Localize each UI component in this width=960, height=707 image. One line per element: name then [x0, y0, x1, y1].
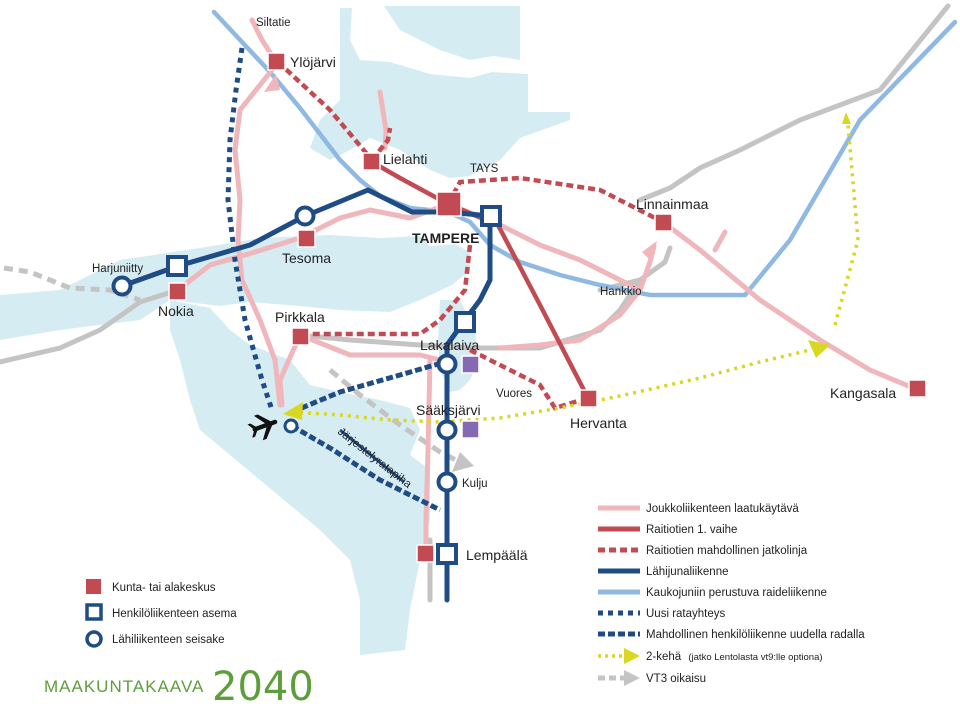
ring-road-2 — [291, 124, 860, 424]
passenger-stations — [166, 205, 502, 565]
new-rail-link — [225, 47, 275, 411]
local-stops — [111, 205, 458, 493]
stop-airport — [283, 418, 299, 434]
label-hankkio: Hankkio — [600, 286, 642, 298]
centre-tampere — [436, 191, 462, 217]
stop-lakalaiva — [436, 353, 458, 375]
legend-symbol-kunta — [86, 579, 101, 594]
arrow-ring-road-north — [842, 112, 851, 124]
label-lempaala: Lempäälä — [466, 547, 528, 563]
label-hervanta: Hervanta — [570, 415, 627, 431]
brand-year: 2040 — [212, 664, 314, 707]
brand-text: MAAKUNTAKAAVA — [44, 677, 204, 696]
label-lielahti: Lielahti — [383, 151, 427, 167]
label-kulju: Kulju — [462, 478, 488, 490]
label-kangasala: Kangasala — [830, 385, 896, 401]
legend-right-label-1: Raitiotien 1. vaihe — [646, 524, 737, 536]
station-tampere — [480, 205, 502, 227]
legend-right-label-7: 2-kehä (jatko Lentolasta vt9:lle optiona… — [646, 651, 823, 663]
arrow-ring-road-airport — [283, 402, 303, 420]
tram-possible-extension — [276, 60, 665, 411]
label-siltatie: Siltatie — [256, 17, 291, 29]
legend-left: Kunta- tai alakeskus Henkilöliikenteen a… — [85, 579, 237, 648]
station-lakalaiva — [454, 311, 476, 333]
municipal-centres — [168, 52, 927, 563]
centre-kangasala — [908, 379, 927, 398]
legend-right-label-8: VT3 oikaisu — [646, 673, 706, 685]
label-vuores: Vuores — [496, 388, 532, 400]
legend-ring-road-label: 2-kehä — [646, 651, 682, 663]
centre-lempaala — [416, 544, 435, 563]
legend-right-label-6: Mahdollinen henkilöliikenne uudella rada… — [646, 629, 865, 641]
label-tesoma: Tesoma — [282, 250, 331, 266]
label-ylojarvi: Ylöjärvi — [290, 54, 336, 70]
purple-stops — [461, 355, 480, 439]
stop-tesoma — [294, 205, 316, 227]
label-tampere: TAMPERE — [412, 230, 479, 246]
legend-symbol-seisake — [85, 630, 103, 648]
grey-dashed-road — [3, 265, 141, 303]
legend-right-label-5: Uusi ratayhteys — [646, 608, 726, 620]
brand-logo: MAAKUNTAKAAVA 2040 — [44, 664, 314, 707]
legend-right-label-3: Lähijunaliikenne — [646, 566, 728, 578]
centre-pirkkala — [291, 327, 310, 346]
stop-saaksjarvi — [436, 419, 458, 441]
legend-right-label-0: Joukkoliikenteen laatukäytävä — [646, 503, 799, 515]
station-lempaala — [436, 543, 458, 565]
quality-transit-corridor — [175, 17, 921, 555]
centre-nokia — [168, 282, 187, 301]
label-harjuniitty: Harjuniitty — [92, 263, 143, 275]
centre-ylojarvi — [267, 52, 286, 71]
label-saaksjarvi: Sääksjärvi — [416, 402, 481, 418]
legend-right-label-2: Raitiotien mahdollinen jatkolinja — [646, 545, 808, 557]
legend-right-label-4: Kaukojuniin perustuva raideliikenne — [646, 587, 827, 599]
water-areas — [0, 6, 570, 655]
label-lakalaiva: Lakalaiva — [420, 337, 479, 353]
jarjestelyratapiha-track — [339, 428, 405, 484]
legend-left-label-2: Lähiliikenteen seisake — [112, 634, 225, 646]
legend-left-label-0: Kunta- tai alakeskus — [112, 582, 216, 594]
legend-left-label-1: Henkilöliikenteen asema — [112, 608, 237, 620]
label-tays: TAYS — [470, 163, 499, 175]
possible-passenger-new-rail — [290, 359, 446, 513]
legend-yellow-arrow — [624, 648, 640, 664]
centre-lielahti — [362, 152, 381, 171]
centre-hervanta — [579, 389, 598, 408]
station-nokia — [166, 255, 188, 277]
label-nokia: Nokia — [158, 303, 194, 319]
label-linnainmaa: Linnainmaa — [636, 196, 709, 212]
legend-symbol-asema — [85, 603, 103, 621]
centre-linnainmaa — [654, 213, 673, 232]
centre-tesoma — [297, 229, 316, 248]
label-pirkkala: Pirkkala — [275, 309, 325, 325]
legend-grey-arrow — [624, 670, 640, 686]
arrow-pink-linnainmaa — [642, 241, 657, 262]
airplane-icon — [247, 414, 278, 441]
legend-ring-road-note: (jatko Lentolasta vt9:lle optiona) — [688, 652, 822, 663]
arrow-ring-road-east — [808, 340, 830, 358]
legend-right: Joukkoliikenteen laatukäytävä Raitiotien… — [598, 503, 865, 686]
arrow-pink-ylojarvi — [264, 74, 280, 92]
stop-harjuniitty — [111, 275, 133, 297]
stop-kulju — [436, 471, 458, 493]
